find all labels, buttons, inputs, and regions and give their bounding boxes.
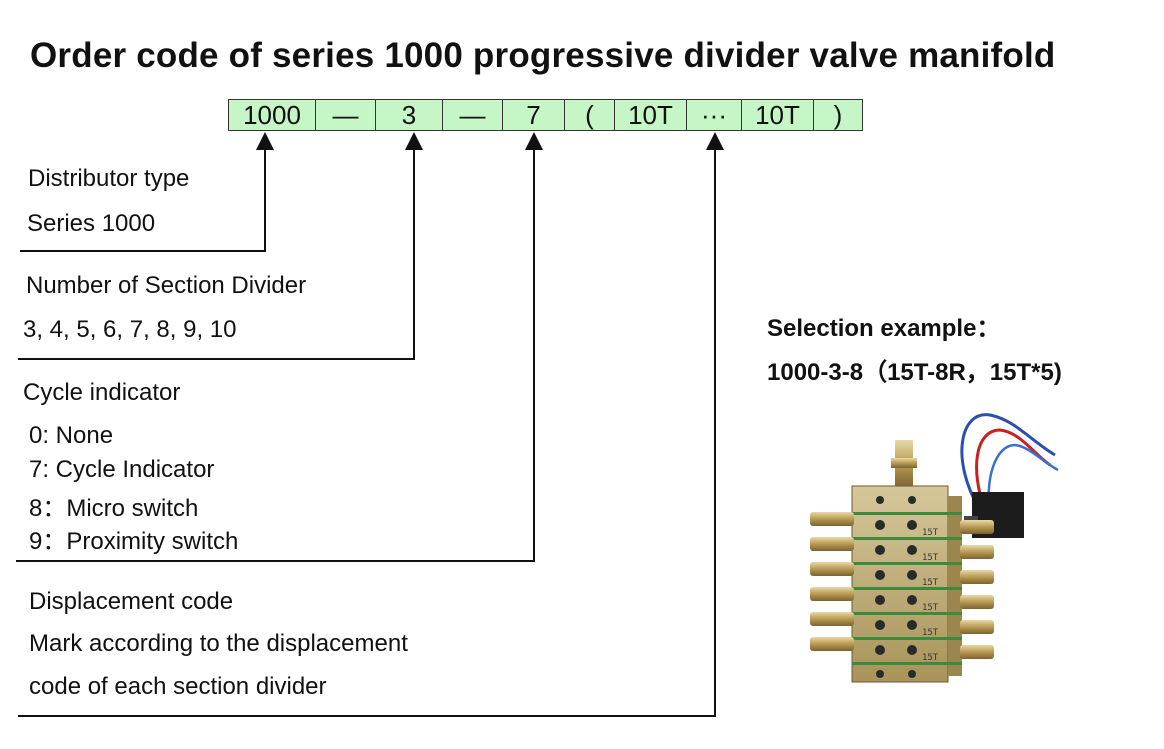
page-title: Order code of series 1000 progressive di… (30, 36, 1056, 75)
distributor-type-heading: Distributor type (28, 165, 190, 192)
divider-sections (852, 512, 962, 665)
code-cell-ellipsis: ··· (687, 100, 742, 130)
code-cell-dash-2: — (443, 100, 503, 130)
distributor-type-value: Series 1000 (27, 210, 156, 237)
code-cell-type: 1000 (229, 100, 316, 130)
code-cell-displacement-last: 10T (742, 100, 814, 130)
selection-example-code: 1000-3-8（15T-8R，15T*5) (767, 359, 1062, 386)
right-outlet-fittings (960, 520, 994, 659)
order-code-row: 1000 — 3 — 7 ( 10T ··· 10T ) (228, 99, 863, 131)
arrow-section-count (18, 143, 415, 360)
divider-valve-image: 15T 15T 15T 15T 15T 15T (810, 413, 1059, 683)
selection-example-label: Selection example： (767, 315, 1001, 342)
code-cell-indicator: 7 (503, 100, 565, 130)
arrow-cycle-indicator (16, 143, 535, 562)
arrow-distributor-type (20, 143, 266, 252)
cycle-option-none: 0: None (29, 422, 114, 449)
displacement-desc-line2: code of each section divider (29, 673, 327, 700)
section-label-6: 15T (922, 653, 939, 663)
section-label-5: 15T (922, 628, 939, 638)
arrow-displacement (18, 143, 716, 717)
cycle-option-proximity-switch: 9：Proximity switch (29, 528, 239, 555)
code-cell-displacement-first: 10T (615, 100, 687, 130)
arrowhead-cycle (525, 132, 543, 150)
section-label-3: 15T (922, 578, 939, 588)
displacement-desc-line1: Mark according to the displacement (29, 630, 408, 657)
code-cell-close-paren: ) (814, 100, 862, 130)
section-label-4: 15T (922, 603, 939, 613)
section-count-heading: Number of Section Divider (26, 272, 307, 299)
left-outlet-fittings (810, 512, 854, 651)
code-cell-open-paren: ( (565, 100, 615, 130)
cycle-indicator-heading: Cycle indicator (23, 379, 181, 406)
section-label-1: 15T (922, 528, 939, 538)
cycle-option-indicator: 7: Cycle Indicator (29, 456, 215, 483)
arrowhead-sections (405, 132, 423, 150)
section-count-values: 3, 4, 5, 6, 7, 8, 9, 10 (23, 316, 237, 343)
arrowhead-distributor (256, 132, 274, 150)
cycle-option-micro-switch: 8：Micro switch (29, 495, 199, 522)
arrowhead-displacement (706, 132, 724, 150)
code-cell-sections: 3 (376, 100, 443, 130)
displacement-heading: Displacement code (29, 588, 234, 615)
section-label-2: 15T (922, 553, 939, 563)
code-cell-dash-1: — (316, 100, 376, 130)
